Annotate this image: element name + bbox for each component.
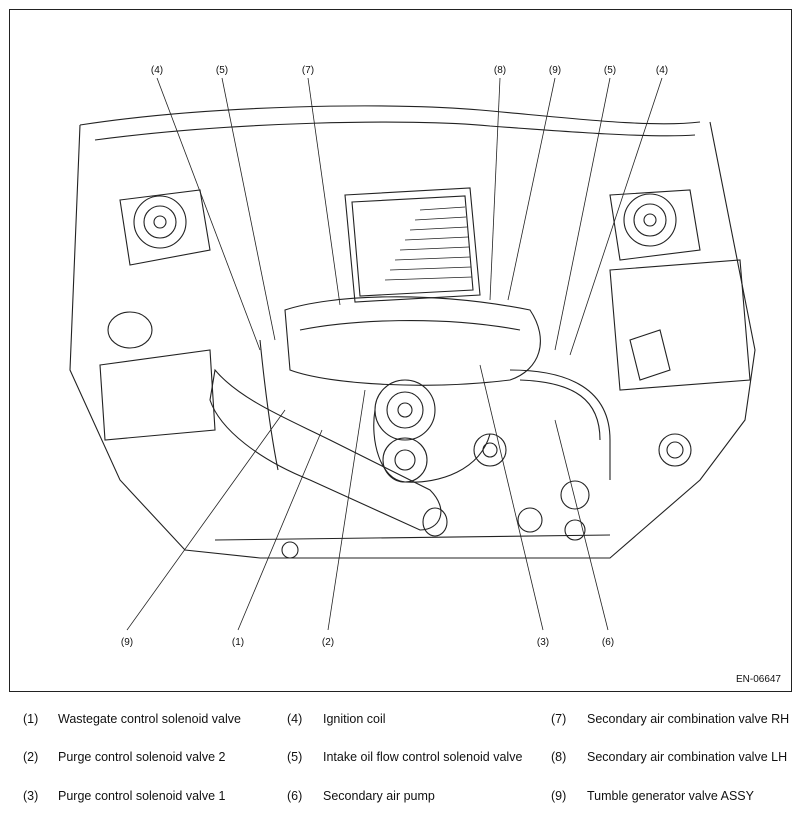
legend-number: (7) — [551, 712, 567, 726]
callout-label: (8) — [493, 65, 507, 76]
callout-label: (4) — [150, 65, 164, 76]
callout-label: (5) — [215, 65, 229, 76]
legend-text: Purge control solenoid valve 2 — [58, 750, 226, 764]
legend-number: (2) — [23, 750, 39, 764]
callout-label: (2) — [321, 637, 335, 648]
legend-number: (6) — [287, 789, 303, 803]
legend-item: (6) Secondary air pump — [287, 788, 532, 808]
legend-number: (4) — [287, 712, 303, 726]
legend-item: (5) Intake oil flow control solenoid val… — [287, 749, 532, 785]
legend-number: (1) — [23, 712, 39, 726]
callout-label: (1) — [231, 637, 245, 648]
legend-item: (1) Wastegate control solenoid valve — [23, 711, 273, 731]
legend-text: Secondary air combination valve RH — [587, 712, 790, 726]
legend-text: Secondary air pump — [323, 789, 435, 803]
legend-number: (9) — [551, 789, 567, 803]
legend-text: Intake oil flow control solenoid valve — [323, 750, 523, 764]
callout-label: (7) — [301, 65, 315, 76]
figure-frame: (4) (5) (7) (8) (9) (5) (4) (9) (1) (2) … — [9, 9, 792, 692]
legend-item: (2) Purge control solenoid valve 2 — [23, 749, 273, 769]
legend-number: (8) — [551, 750, 567, 764]
legend-text: Ignition coil — [323, 712, 386, 726]
legend-item: (8) Secondary air combination valve LH — [551, 749, 796, 785]
legend-item: (7) Secondary air combination valve RH — [551, 711, 796, 747]
legend-item: (3) Purge control solenoid valve 1 — [23, 788, 273, 808]
callout-label: (6) — [601, 637, 615, 648]
legend-text: Tumble generator valve ASSY — [587, 789, 754, 803]
callout-label: (5) — [603, 65, 617, 76]
legend-item: (9) Tumble generator valve ASSY — [551, 788, 796, 808]
legend-text: Purge control solenoid valve 1 — [58, 789, 226, 803]
engine-bay-illustration — [69, 77, 756, 631]
legend-text: Secondary air combination valve LH — [587, 750, 788, 764]
figure-id-label: EN-06647 — [735, 674, 781, 685]
callout-label: (3) — [536, 637, 550, 648]
legend-item: (4) Ignition coil — [287, 711, 532, 731]
callout-label: (4) — [655, 65, 669, 76]
callout-label: (9) — [548, 65, 562, 76]
legend-text: Wastegate control solenoid valve — [58, 712, 241, 726]
legend-number: (5) — [287, 750, 303, 764]
legend-number: (3) — [23, 789, 39, 803]
callout-label: (9) — [120, 637, 134, 648]
